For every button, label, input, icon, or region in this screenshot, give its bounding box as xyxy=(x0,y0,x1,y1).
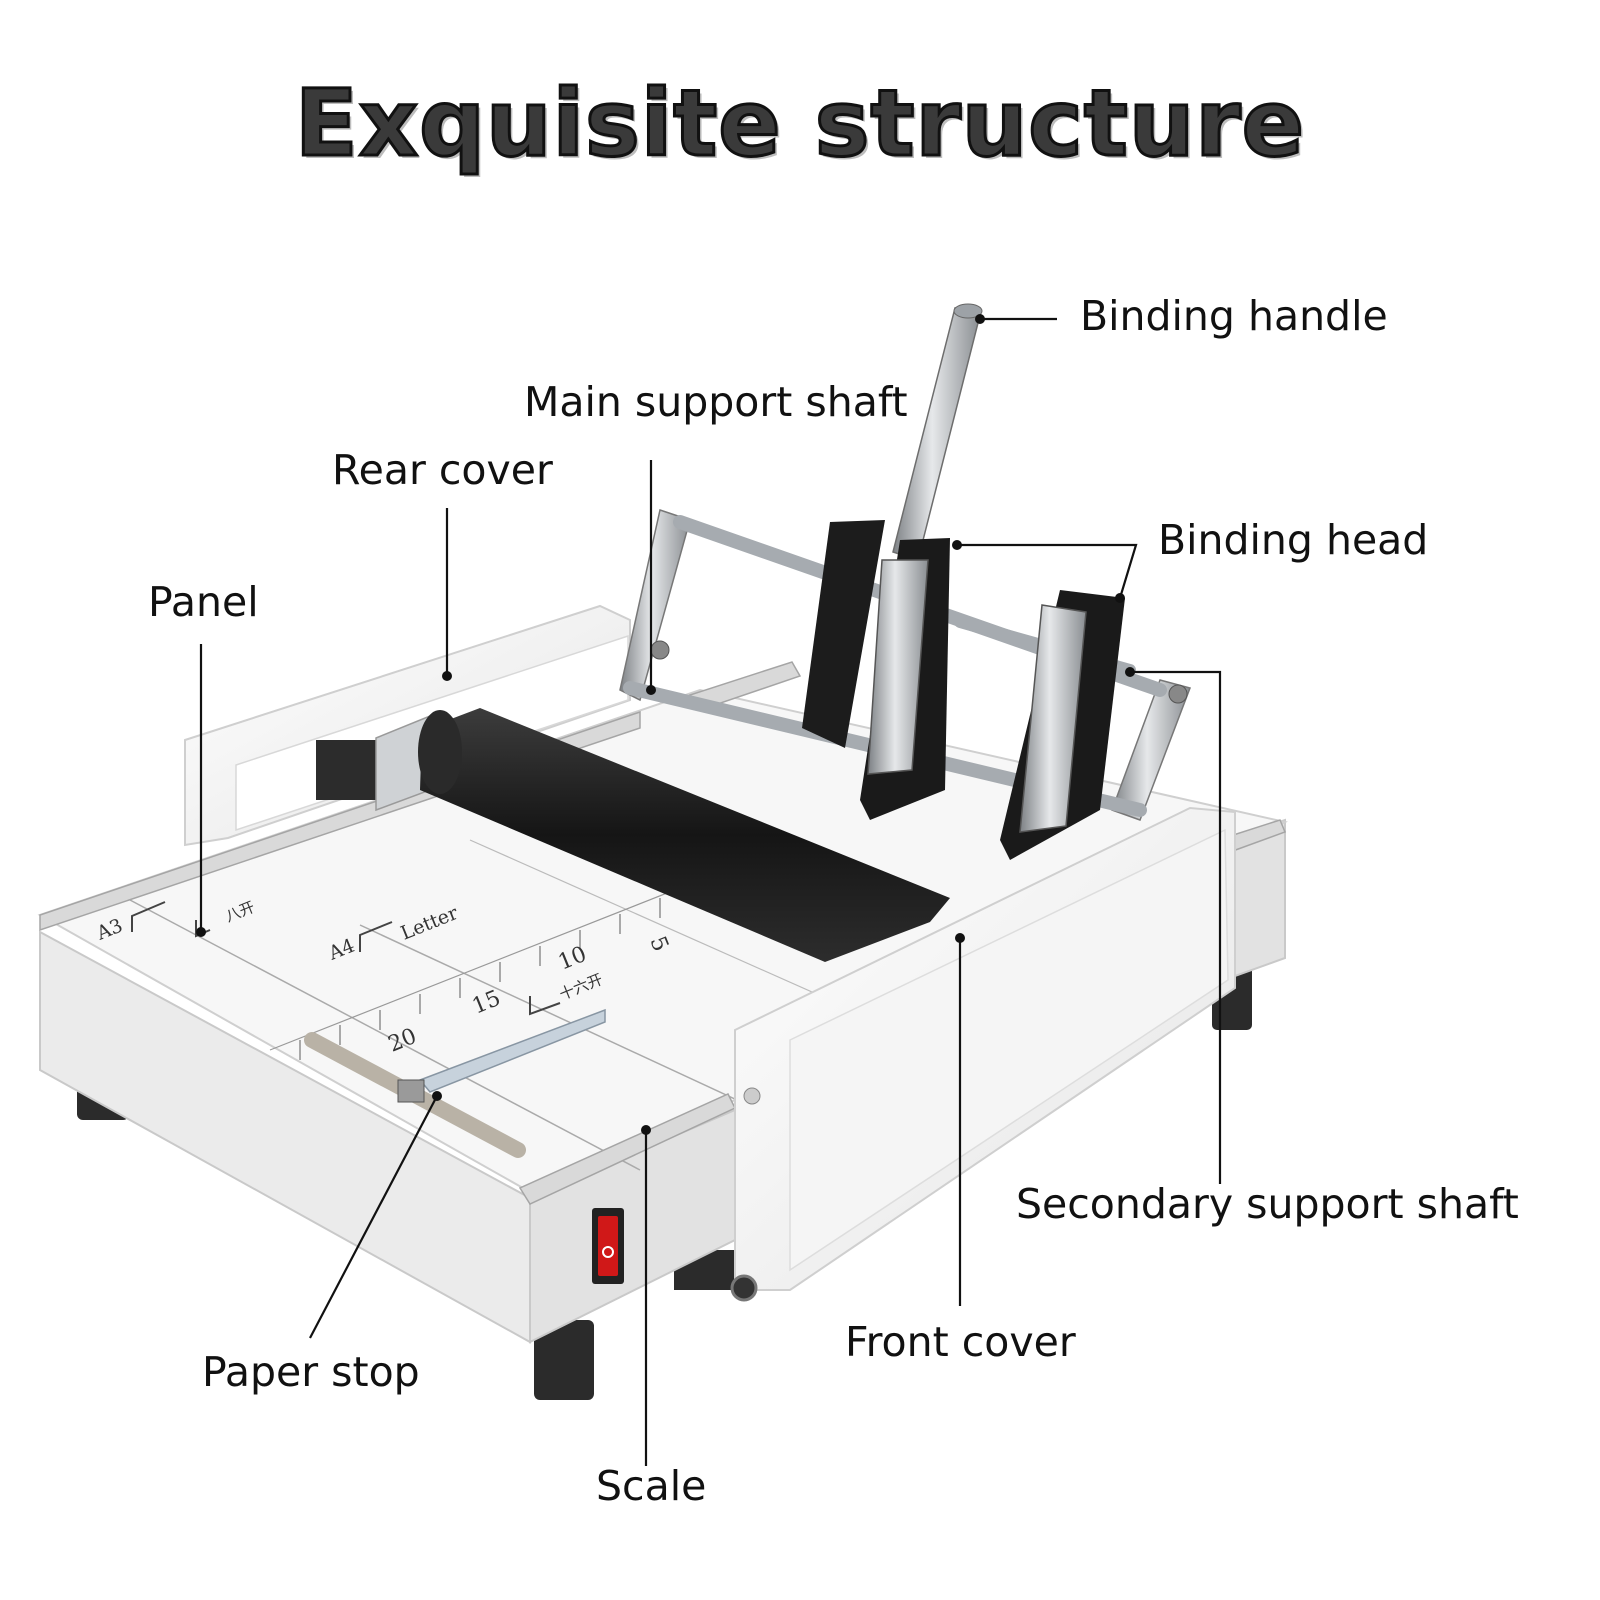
page-title: Exquisite structure xyxy=(293,69,1306,179)
paper-stop xyxy=(304,1008,606,1158)
binding-head-left xyxy=(802,520,950,820)
machine-base xyxy=(39,818,1286,1344)
label-paper-stop: Paper stop xyxy=(202,1348,420,1396)
label-binding-handle: Binding handle xyxy=(1080,292,1388,340)
leader-secondary-support-shaft xyxy=(1130,670,1222,1184)
binding-handle xyxy=(892,303,983,561)
label-secondary-support-shaft: Secondary support shaft xyxy=(1016,1180,1519,1228)
power-switch-icon xyxy=(592,1208,624,1284)
label-binding-head: Binding head xyxy=(1158,516,1429,564)
roller xyxy=(418,708,950,962)
leader-lines xyxy=(199,317,1222,1466)
binding-head-right xyxy=(1000,590,1125,860)
label-front-cover: Front cover xyxy=(845,1318,1076,1366)
label-panel: Panel xyxy=(148,578,259,626)
label-rear-cover: Rear cover xyxy=(332,446,553,494)
front-cover xyxy=(730,806,1236,1302)
label-scale: Scale xyxy=(596,1462,707,1510)
leader-binding-head xyxy=(957,543,1138,599)
leader-paper-stop xyxy=(309,1095,438,1339)
connector-port xyxy=(730,1274,758,1302)
label-main-support-shaft: Main support shaft xyxy=(524,378,908,426)
leader-dots xyxy=(196,314,1135,1135)
screw-icon xyxy=(743,1087,761,1105)
